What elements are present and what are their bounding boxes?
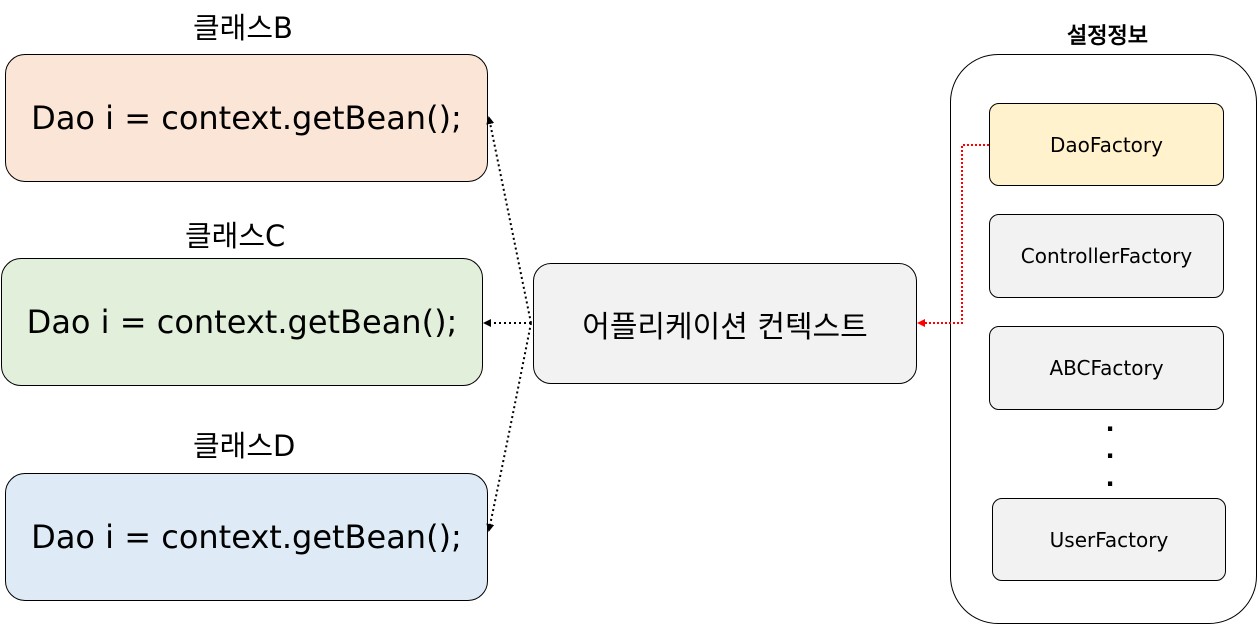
- arrow-context-to-class-b: [486, 116, 532, 324]
- class-d-label: 클래스D: [193, 429, 296, 463]
- ellipsis-dot-3: .: [1105, 464, 1115, 492]
- class-b-label: 클래스B: [193, 11, 293, 45]
- factory-user: UserFactory: [992, 498, 1226, 581]
- class-c-label: 클래스C: [185, 219, 286, 253]
- arrow-context-to-class-d: [486, 322, 532, 532]
- factory-controller: ControllerFactory: [989, 214, 1224, 298]
- ellipsis-dot-1: .: [1105, 409, 1115, 437]
- class-c-code-box: Dao i = context.getBean();: [1, 258, 483, 386]
- config-title: 설정정보: [1067, 24, 1148, 49]
- factory-abc: ABCFactory: [989, 326, 1224, 410]
- ellipsis-dot-2: .: [1105, 436, 1115, 464]
- arrow-daofactory-to-context: [917, 144, 989, 327]
- application-context-box: 어플리케이션 컨텍스트: [533, 263, 917, 384]
- factory-dao: DaoFactory: [989, 103, 1224, 186]
- class-d-code-box: Dao i = context.getBean();: [5, 473, 488, 601]
